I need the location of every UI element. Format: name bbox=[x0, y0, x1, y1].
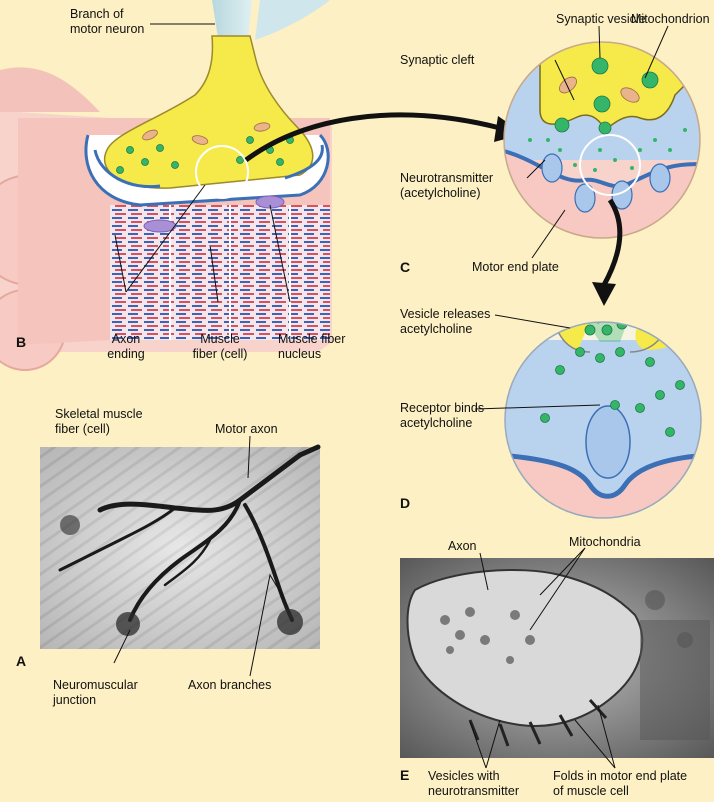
label-axon-branches: Axon branches bbox=[188, 678, 271, 693]
panel-label-a: A bbox=[16, 653, 26, 669]
panel-a-micrograph bbox=[40, 447, 320, 649]
label-vesicles-with-neurotransmitter: Vesicles with neurotransmitter bbox=[428, 769, 519, 799]
label-axon: Axon bbox=[448, 539, 477, 554]
panel-label-c: C bbox=[400, 259, 410, 275]
panel-label-b: B bbox=[16, 334, 26, 350]
label-neuromuscular-junction: Neuromuscular junction bbox=[53, 678, 138, 708]
label-muscle-fiber-cell: Muscle fiber (cell) bbox=[180, 332, 260, 362]
panel-b-illustration bbox=[0, 0, 332, 370]
panel-label-d: D bbox=[400, 495, 410, 511]
label-mitochondria: Mitochondria bbox=[569, 535, 641, 550]
panel-d-illustration bbox=[500, 300, 710, 530]
label-axon-ending: Axon ending bbox=[100, 332, 152, 362]
label-skeletal-muscle-fiber: Skeletal muscle fiber (cell) bbox=[55, 407, 143, 437]
label-synaptic-cleft: Synaptic cleft bbox=[400, 53, 474, 68]
label-mitochondrion: Mitochondrion bbox=[631, 12, 710, 27]
panel-label-e: E bbox=[400, 767, 409, 783]
label-vesicle-releases: Vesicle releases acetylcholine bbox=[400, 307, 490, 337]
panel-c-illustration bbox=[500, 40, 710, 240]
panel-e-micrograph bbox=[400, 558, 714, 758]
label-receptor-binds: Receptor binds acetylcholine bbox=[400, 401, 484, 431]
label-muscle-fiber-nucleus: Muscle fiber nucleus bbox=[278, 332, 345, 362]
label-folds-in-motor-end-plate: Folds in motor end plate of muscle cell bbox=[553, 769, 687, 799]
label-neurotransmitter: Neurotransmitter (acetylcholine) bbox=[400, 171, 493, 201]
label-branch-of-motor-neuron: Branch of motor neuron bbox=[70, 7, 144, 37]
label-motor-axon: Motor axon bbox=[215, 422, 278, 437]
label-motor-end-plate: Motor end plate bbox=[472, 260, 559, 275]
